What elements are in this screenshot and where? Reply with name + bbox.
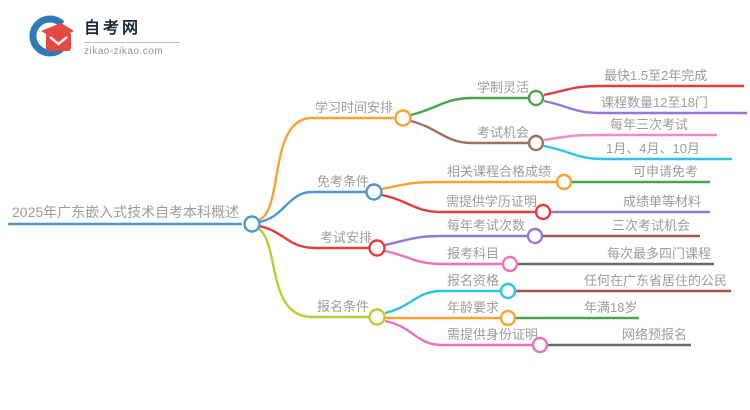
node-qualified-scores-label[interactable]: 相关课程合格成绩	[447, 164, 552, 179]
node-eligibility-label[interactable]: 报名资格	[447, 273, 500, 288]
branch-exemption-line	[258, 190, 366, 224]
leaf-exam-months-label[interactable]: 1月、4月、10月	[606, 141, 700, 156]
logo-cap-chevron	[49, 36, 68, 46]
leaf-course-count-line	[543, 99, 747, 115]
site-logo[interactable]: 自考网 zikao-zikao.com	[28, 10, 180, 58]
leaf-apply-exemption-label[interactable]: 可申请免考	[633, 164, 699, 179]
leaf-three-exams-line	[543, 133, 717, 142]
node-age-requirement-handle[interactable]	[499, 309, 517, 327]
node-exam-arrangement-label[interactable]: 考试安排	[320, 230, 373, 245]
logo-cap-body	[46, 32, 71, 51]
leaf-course-count-label[interactable]: 课程数量12至18门	[601, 95, 708, 110]
node-study-schedule-label[interactable]: 学习时间安排	[315, 100, 394, 115]
node-qualified-scores-handle[interactable]	[555, 173, 573, 191]
branch-registration-line	[257, 226, 369, 319]
leaf-fastest-completion-line	[543, 84, 744, 97]
leaf-resident-citizens-label[interactable]: 任何在广东省居住的公民	[584, 273, 728, 288]
node-exam-subjects-handle[interactable]	[501, 255, 519, 273]
node-qualified-scores-line	[381, 180, 556, 191]
node-exam-chances-line	[410, 119, 528, 145]
node-identity-proof-line	[384, 319, 532, 347]
logo-url: zikao-zikao.com	[84, 46, 164, 57]
leaf-fastest-completion-label[interactable]: 最快1.5至2年完成	[604, 68, 708, 83]
node-exams-per-year-line	[384, 234, 527, 247]
node-exam-subjects-line	[384, 249, 502, 266]
branch-study-schedule-line	[258, 116, 394, 222]
leaf-online-preregistration-label[interactable]: 网络预报名	[622, 327, 688, 342]
node-exams-per-year-label[interactable]: 每年考试次数	[447, 218, 526, 233]
leaf-three-chances-label[interactable]: 三次考试机会	[612, 218, 691, 233]
node-education-proof-label[interactable]: 需提供学历证明	[446, 194, 538, 209]
node-education-proof-handle[interactable]	[534, 203, 552, 221]
node-exam-chances-label[interactable]: 考试机会	[477, 125, 530, 140]
leaf-transcript-materials-label[interactable]: 成绩单等材料	[623, 194, 702, 209]
leaf-exam-months-line	[543, 144, 732, 161]
root-node-handle[interactable]	[243, 215, 261, 233]
branch-study-schedule-handle[interactable]	[394, 109, 412, 127]
graduation-cap-icon	[29, 15, 74, 57]
leaf-max-courses-label[interactable]: 每次最多四门课程	[607, 246, 712, 261]
logo-text-block: 自考网 zikao-zikao.com	[84, 10, 180, 57]
branch-exam-arrangement-handle[interactable]	[368, 239, 386, 257]
node-exams-per-year-handle[interactable]	[526, 227, 544, 245]
node-education-proof-line	[381, 193, 535, 214]
node-flexible-duration-line	[410, 96, 528, 117]
node-identity-proof-label[interactable]: 需提供身份证明	[447, 327, 539, 342]
node-flexible-duration-handle[interactable]	[527, 89, 545, 107]
node-identity-proof-handle[interactable]	[531, 336, 549, 354]
branch-exemption-handle[interactable]	[365, 183, 383, 201]
logo-swoosh	[29, 15, 65, 57]
node-exam-subjects-label[interactable]: 报考科目	[447, 246, 500, 261]
node-root-label[interactable]: 2025年广东嵌入式技术自考本科概述	[12, 204, 240, 220]
leaf-three-exams-label[interactable]: 每年三次考试	[610, 117, 689, 132]
leaf-age-18-label[interactable]: 年满18岁	[584, 300, 638, 315]
node-eligibility-line	[384, 289, 500, 315]
branch-registration-handle[interactable]	[368, 308, 386, 326]
logo-title: 自考网	[84, 20, 142, 37]
branch-exam-arrangement-line	[258, 224, 369, 250]
node-flexible-duration-label[interactable]: 学制灵活	[477, 80, 530, 95]
node-exam-chances-handle[interactable]	[527, 134, 545, 152]
node-age-requirement-label[interactable]: 年龄要求	[447, 300, 500, 315]
logo-divider	[84, 42, 180, 43]
node-exemption-label[interactable]: 免考条件	[317, 174, 370, 189]
node-eligibility-handle[interactable]	[499, 282, 517, 300]
node-registration-label[interactable]: 报名条件	[317, 299, 370, 314]
